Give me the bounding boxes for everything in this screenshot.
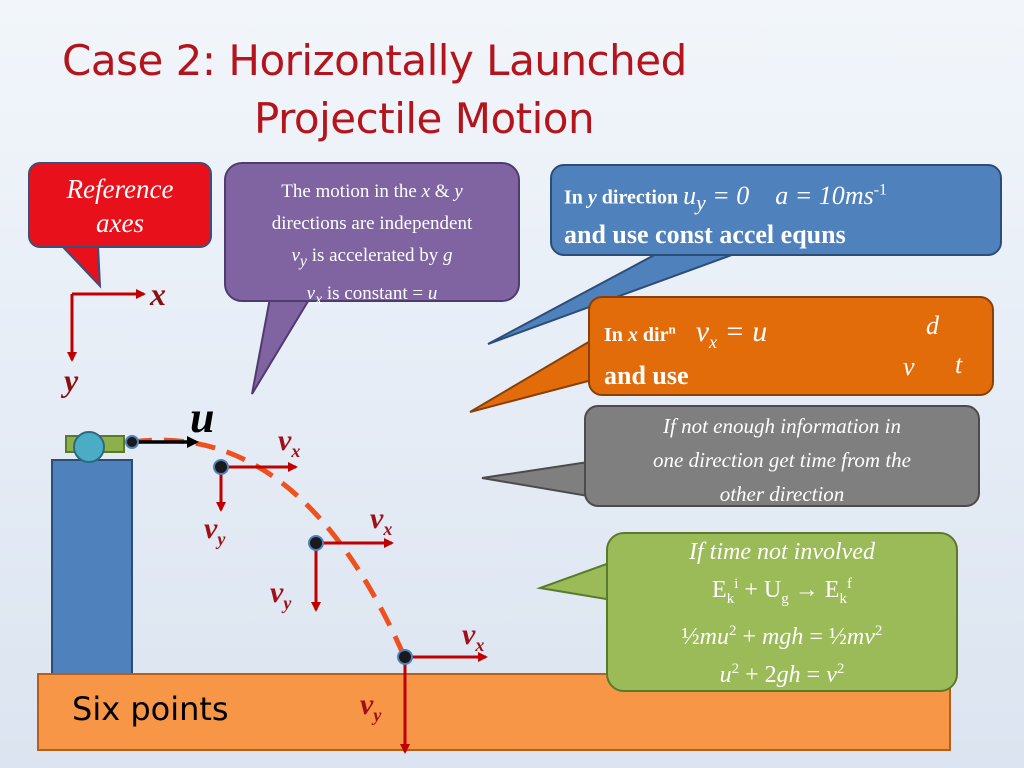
xdir-callout-tail [469, 338, 593, 413]
vx-label: vx [370, 502, 393, 539]
purple-line-4: vx is constant = u [306, 282, 438, 308]
triangle-d: d [926, 311, 939, 340]
reference-axes-callout: Reference axes [28, 162, 212, 248]
triangle-v: v [903, 352, 915, 381]
title-line-1: Case 2: Horizontally Launched [62, 36, 687, 85]
ref-callout-tail [59, 245, 102, 289]
vx-label: vx [462, 618, 485, 655]
trajectory-point [213, 459, 229, 475]
vx-label: vx [278, 424, 301, 461]
ydir-line-2: and use const accel equns [564, 219, 846, 249]
green-line-2: Eki + Ug → Ekf [712, 576, 852, 607]
ref-x-label: x [150, 276, 166, 312]
ref-line-1: Reference [66, 174, 174, 204]
energy-callout: If time not involved Eki + Ug → Ekf ½mu2… [606, 532, 958, 692]
purple-line-2: directions are independent [271, 213, 473, 234]
vy-label: vy [204, 512, 226, 549]
projectile-ball [73, 431, 105, 463]
tower [51, 459, 133, 677]
u-label: u [190, 393, 215, 442]
gray-line-1: If not enough information in [663, 414, 901, 438]
green-line-1: If time not involved [689, 539, 875, 565]
time-info-callout: If not enough information in one directi… [584, 405, 980, 507]
gray-callout-tail [481, 460, 589, 498]
vy-label: vy [270, 576, 292, 613]
purple-line-1: The motion in the x & y [281, 181, 463, 202]
gray-line-3: other direction [719, 482, 845, 506]
ref-line-2: axes [96, 208, 144, 238]
trajectory-point [308, 535, 324, 551]
green-line-3: ½mu2 + mgh = ½mv2 [681, 622, 883, 650]
ground-label: Six points [72, 690, 229, 728]
independence-callout: The motion in the x & y directions are i… [224, 162, 520, 308]
purple-line-3: vy is accelerated by g [291, 245, 453, 270]
trajectory-point [125, 435, 139, 449]
trajectory-path [131, 437, 407, 658]
y-direction-callout: In y direction uy = 0 a = 10ms-1 and use… [550, 164, 1002, 256]
ydir-line-1: In y direction uy = 0 a = 10ms-1 [564, 180, 888, 215]
xdir-line-2: and use [604, 360, 689, 390]
triangle-t: t [955, 350, 963, 379]
title-line-2: Projectile Motion [254, 94, 595, 143]
gray-line-2: one direction get time from the [653, 448, 911, 472]
ref-y-label: y [64, 362, 79, 398]
vy-label: vy [360, 688, 382, 725]
green-callout-tail [536, 560, 613, 602]
trajectory-point [397, 649, 413, 665]
page-title: Case 2: Horizontally Launched Projectile… [62, 32, 962, 148]
green-line-4: u2 + 2gh = v2 [719, 660, 845, 688]
